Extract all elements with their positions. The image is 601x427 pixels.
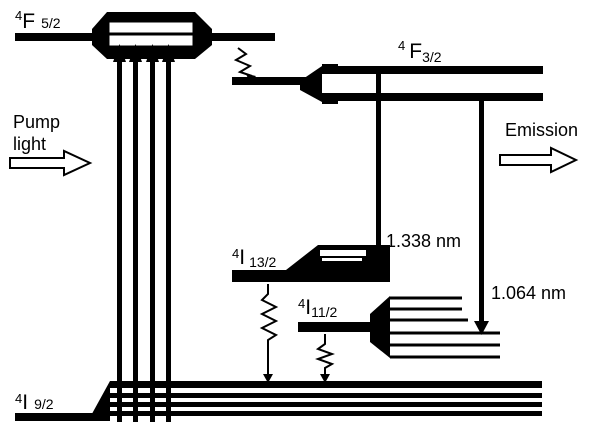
label-4i112: 4I11/2 [298, 296, 338, 320]
pump-arrows [113, 44, 175, 422]
pump-label-line2: light [13, 134, 46, 154]
relaxation-wiggle-1 [233, 47, 253, 77]
transition-label-1338: 1.338 nm [386, 231, 461, 251]
emission-arrow-icon [499, 146, 579, 174]
level-4i112 [298, 296, 500, 359]
level-4f32 [232, 64, 543, 104]
pump-light-arrow-icon [9, 149, 93, 177]
level-4i132 [232, 245, 390, 282]
level-4f52 [15, 12, 275, 59]
transition-arrows [371, 74, 489, 335]
relaxation-wiggle-1-head [246, 74, 256, 83]
relaxation-wiggle-3 [315, 334, 335, 377]
emission-label: Emission [505, 120, 578, 140]
transition-label-1064: 1.064 nm [491, 283, 566, 303]
pump-label-line1: Pump [13, 112, 60, 132]
level-4i92 [15, 381, 542, 422]
relaxation-wiggle-2 [259, 284, 279, 378]
